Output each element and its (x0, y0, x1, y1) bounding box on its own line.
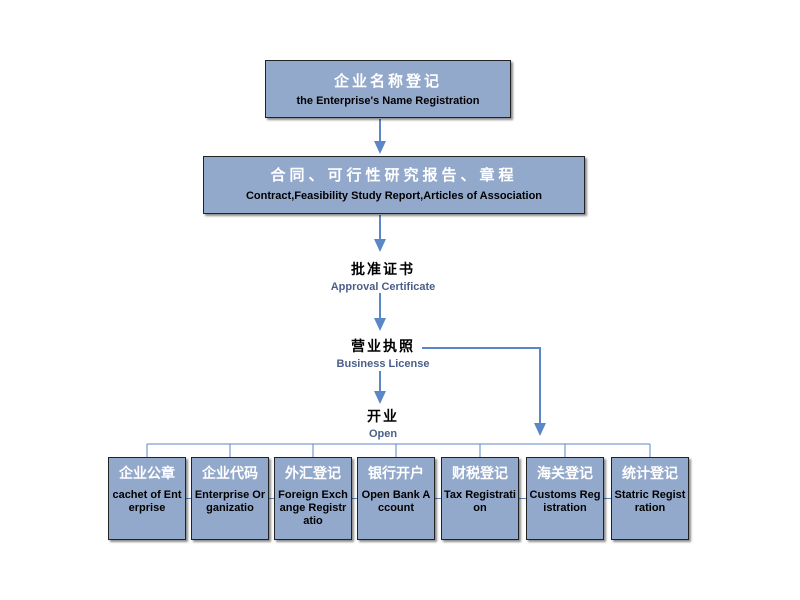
arrowhead-approval-to-license (374, 318, 386, 331)
registration-en: Foreign Exchange Registratio (278, 489, 348, 527)
step-name-registration-cn: 企业名称登记 (333, 72, 442, 90)
step-approval-cn: 批准证书 (351, 262, 415, 278)
registration-cn: 统计登记 (622, 466, 678, 482)
step-name-registration: 企业名称登记 the Enterprise's Name Registratio… (265, 60, 511, 118)
registration-en: Open Bank Account (361, 489, 431, 514)
step-open-cn: 开业 (367, 409, 399, 425)
step-name-registration-en: the Enterprise's Name Registration (296, 95, 480, 107)
step-documents-en: Contract,Feasibility Study Report,Articl… (245, 190, 543, 202)
step-documents: 合同、可行性研究报告、章程 Contract,Feasibility Study… (203, 156, 585, 214)
registration-en: cachet of Enterprise (112, 489, 182, 514)
registration-bus (146, 443, 651, 499)
registration-box: 统计登记 Statric Registration (611, 457, 689, 540)
registration-cn: 企业代码 (202, 466, 258, 482)
step-open: 开业 Open (283, 406, 483, 440)
registration-en: Customs Registration (529, 489, 601, 514)
step-documents-cn: 合同、可行性研究报告、章程 (270, 166, 518, 184)
registration-cn: 财税登记 (452, 466, 508, 482)
arrowhead-license-to-registrations (534, 423, 546, 436)
arrow-license-to-registrations (422, 347, 541, 425)
arrowhead-docs-to-approval (374, 239, 386, 252)
registration-box: 财税登记 Tax Registration (441, 457, 519, 540)
registration-box: 企业代码 Enterprise Organizatio (191, 457, 269, 540)
step-license: 营业执照 Business License (283, 336, 483, 370)
step-license-cn: 营业执照 (351, 339, 415, 355)
arrowhead-license-to-open (374, 391, 386, 404)
registration-en: Statric Registration (614, 489, 686, 514)
step-open-en: Open (368, 428, 398, 440)
step-approval-en: Approval Certificate (330, 281, 436, 293)
registration-cn: 海关登记 (537, 466, 593, 482)
registration-box: 海关登记 Customs Registration (526, 457, 604, 540)
registration-box: 外汇登记 Foreign Exchange Registratio (274, 457, 352, 540)
step-approval: 批准证书 Approval Certificate (283, 259, 483, 293)
step-license-en: Business License (336, 358, 430, 370)
registration-cn: 企业公章 (119, 466, 175, 482)
registration-box: 企业公章 cachet of Enterprise (108, 457, 186, 540)
registration-cn: 银行开户 (368, 466, 424, 482)
registration-en: Tax Registration (444, 489, 516, 514)
registration-cn: 外汇登记 (285, 466, 341, 482)
registration-box: 银行开户 Open Bank Account (357, 457, 435, 540)
arrowhead-name-to-docs (374, 141, 386, 154)
registration-en: Enterprise Organizatio (194, 489, 266, 514)
